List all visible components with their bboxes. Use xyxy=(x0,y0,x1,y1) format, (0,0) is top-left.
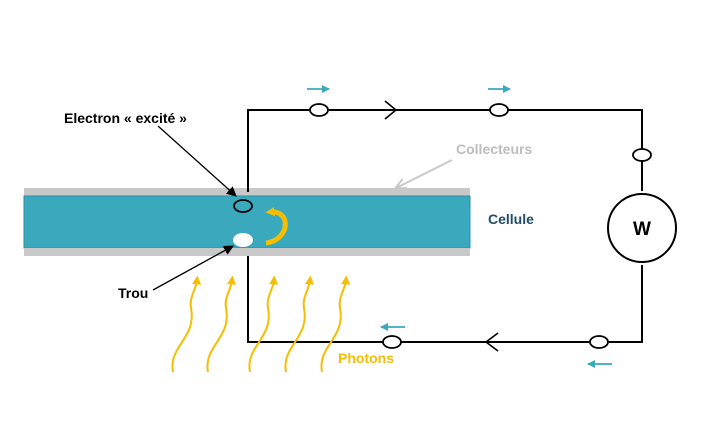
current-arrows xyxy=(307,85,612,368)
photons xyxy=(171,275,351,373)
wattmeter: W xyxy=(607,193,677,263)
excited-electron xyxy=(233,199,253,213)
circuit-electrons xyxy=(309,103,652,349)
photons-label: Photons xyxy=(338,350,394,366)
hole-pointer-line xyxy=(152,245,234,291)
electron-top-right xyxy=(489,103,509,117)
photon-2 xyxy=(206,275,237,373)
electron-pointer-line xyxy=(157,125,237,197)
collectors-label: Collecteurs xyxy=(456,141,532,157)
collectors-pointer-line xyxy=(396,159,453,188)
top-wire xyxy=(247,109,643,192)
bottom-wire xyxy=(247,256,643,343)
electron-bottom-left xyxy=(382,335,402,349)
top-wire-direction-chevron xyxy=(384,100,398,120)
photon-5 xyxy=(320,275,351,373)
hole-label: Trou xyxy=(118,285,148,301)
cell-label: Cellule xyxy=(488,211,534,227)
electron-bottom-right xyxy=(589,335,609,349)
bottom-collector xyxy=(24,248,470,256)
electron-top-left xyxy=(309,103,329,117)
electron-right xyxy=(632,148,652,162)
generation-curved-arrow xyxy=(265,207,288,246)
photon-3 xyxy=(248,275,279,373)
electron-label: Electron « excité » xyxy=(64,110,187,126)
hole xyxy=(233,233,253,247)
photon-1 xyxy=(171,275,202,373)
wattmeter-circle xyxy=(607,193,677,263)
wattmeter-label: W xyxy=(633,219,651,240)
photon-4 xyxy=(284,275,315,373)
bottom-wire-direction-chevron xyxy=(484,332,499,352)
